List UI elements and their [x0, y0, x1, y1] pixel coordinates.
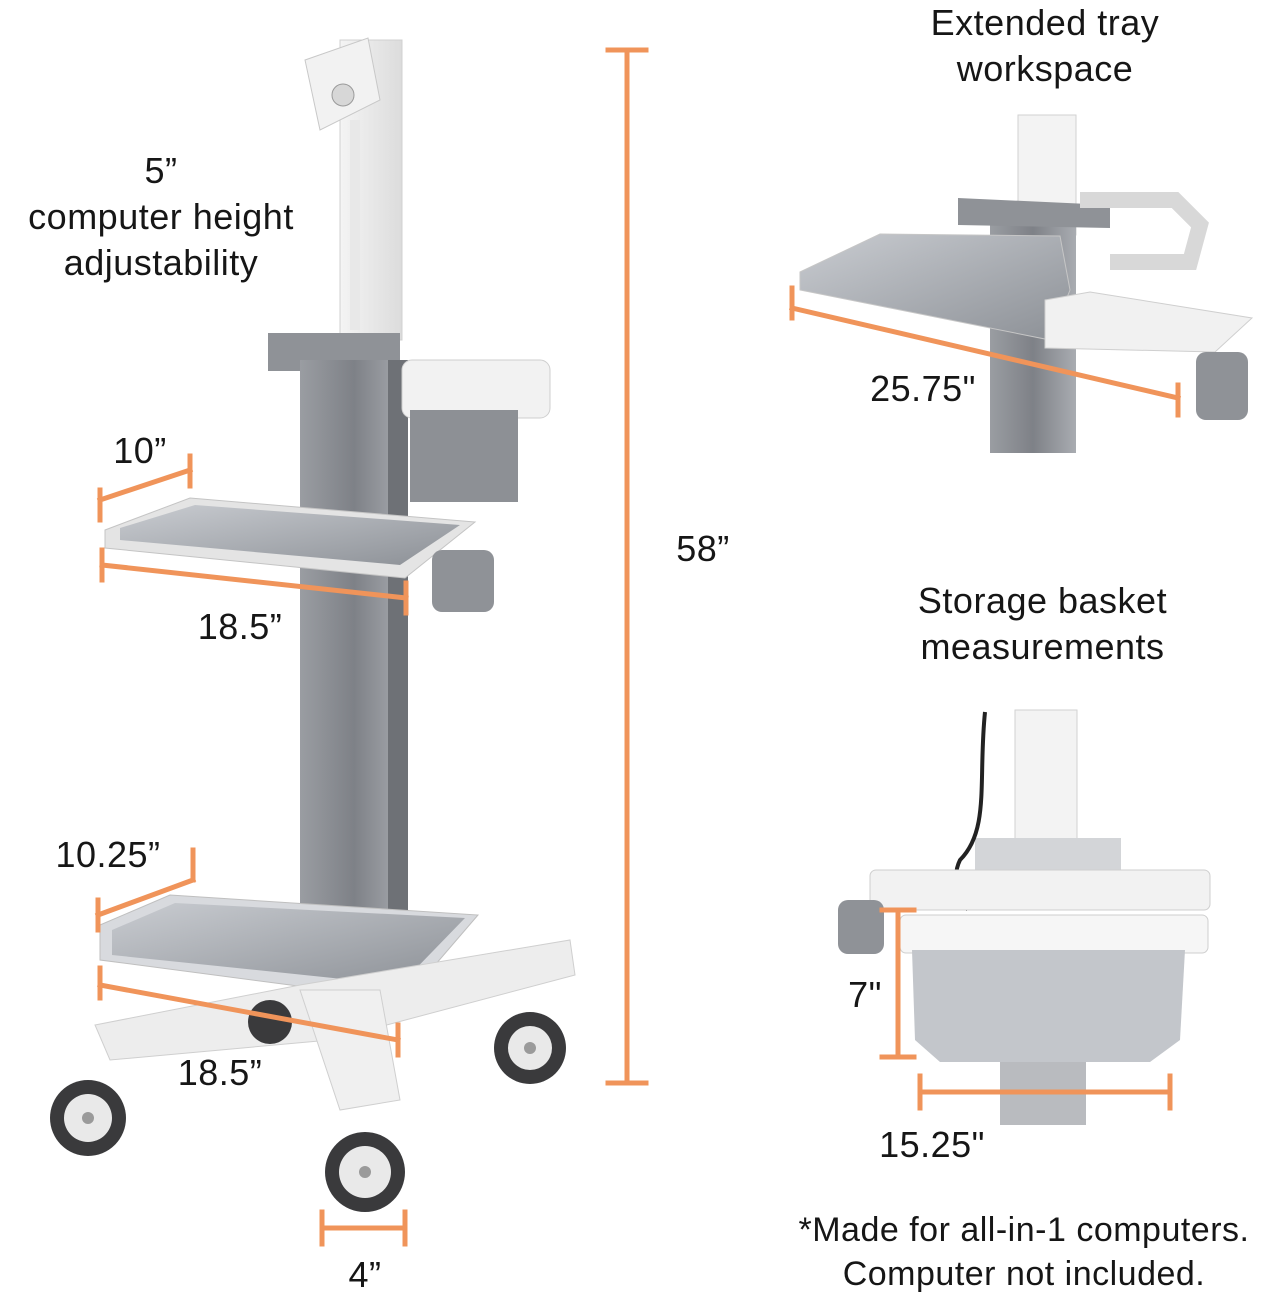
main-cart: [50, 37, 576, 1212]
base-tray-depth-label: 10.25”: [55, 834, 161, 875]
wheel-width-label: 4”: [348, 1254, 382, 1295]
footnote-line2: Computer not included.: [842, 1255, 1206, 1293]
storage-basket-illustration: [838, 709, 1211, 1125]
base-tray-width-label: 18.5”: [177, 1052, 263, 1093]
extended-tray-title-line2: workspace: [956, 48, 1134, 89]
upper-tray-width-label: 18.5”: [197, 606, 283, 647]
basket-title-line1: Storage basket: [917, 580, 1168, 621]
extended-tray-width-label: 25.75": [870, 368, 976, 409]
basket-title: Storage basket measurements: [870, 578, 1215, 670]
total-height-label: 58”: [676, 528, 730, 569]
computer-height-line2: computer height: [28, 196, 294, 237]
extended-tray-illustration: [799, 114, 1254, 453]
footnote: *Made for all-in-1 computers. Computer n…: [770, 1208, 1278, 1296]
computer-height-label: 5” computer height adjustability: [0, 148, 322, 286]
extended-tray-title: Extended tray workspace: [880, 0, 1210, 92]
upper-tray-depth-label: 10”: [113, 430, 167, 471]
computer-height-line3: adjustability: [63, 242, 259, 283]
basket-width-label: 15.25": [879, 1124, 985, 1165]
footnote-line1: *Made for all-in-1 computers.: [798, 1211, 1250, 1249]
dimension-lines: [94, 47, 1182, 1247]
basket-height-label: 7": [848, 974, 882, 1015]
computer-height-value: 5”: [144, 150, 178, 191]
basket-title-line2: measurements: [920, 626, 1165, 667]
extended-tray-title-line1: Extended tray: [930, 2, 1160, 43]
